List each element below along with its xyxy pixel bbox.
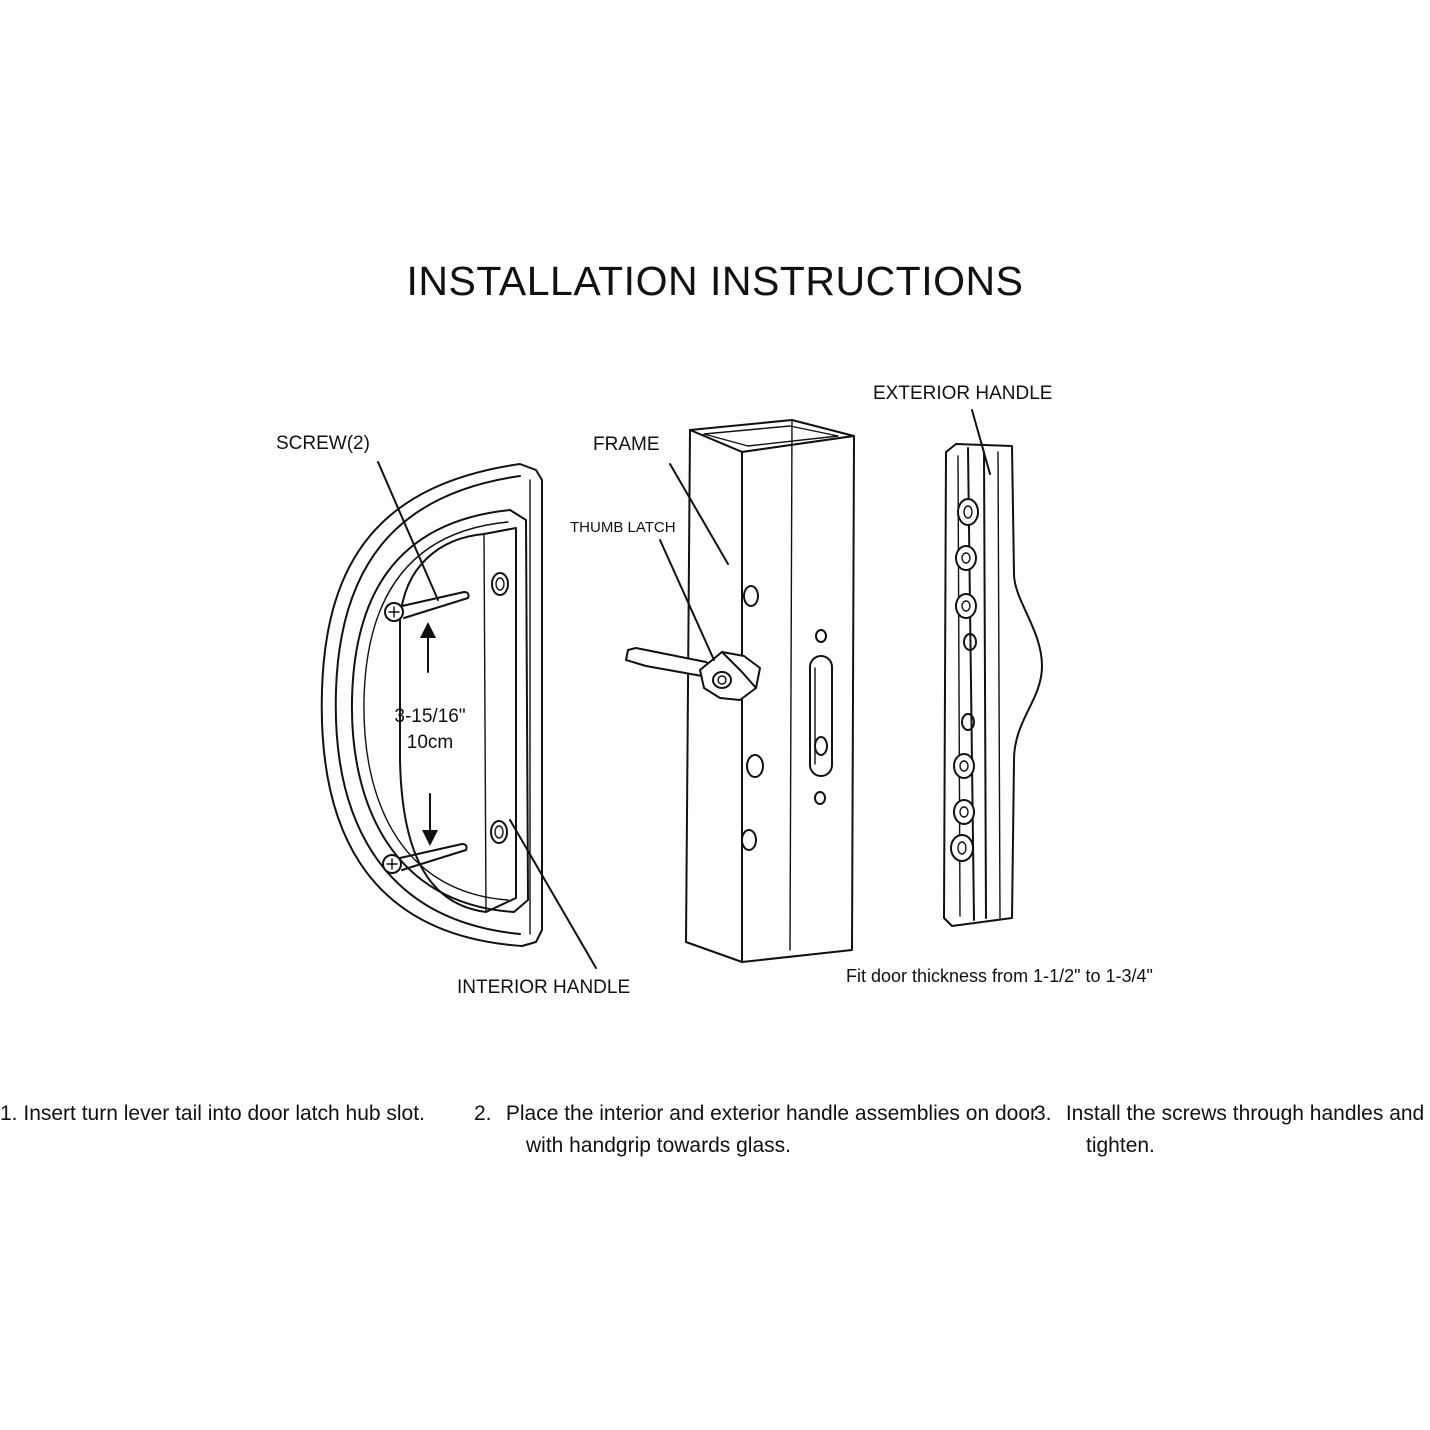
exterior-handle-drawing xyxy=(943,443,1043,927)
label-screw: SCREW(2) xyxy=(276,433,370,454)
thumb-latch-drawing xyxy=(625,647,761,701)
step-text: Place the interior and exterior handle a… xyxy=(505,1102,1037,1157)
label-thumb-latch: THUMB LATCH xyxy=(570,519,676,536)
screw-top xyxy=(384,591,470,622)
exterior-handle-bosses xyxy=(950,498,979,862)
frame-drawing xyxy=(685,419,855,963)
step-text: Insert turn lever tail into door latch h… xyxy=(23,1102,425,1125)
leader-lines xyxy=(377,409,991,969)
step-2: 2. Place the interior and exterior handl… xyxy=(474,1102,1037,1157)
step-1: 1. Insert turn lever tail into door latc… xyxy=(0,1098,470,1130)
label-exterior-handle: EXTERIOR HANDLE xyxy=(873,383,1053,404)
leader-screw xyxy=(377,461,439,601)
label-frame: FRAME xyxy=(593,434,660,455)
leader-thumb-latch xyxy=(659,539,715,661)
label-dimension-cm: 10cm xyxy=(406,732,454,753)
step-3: 3. Install the screws through handles an… xyxy=(1034,1102,1425,1157)
step-number: 1. xyxy=(0,1102,18,1125)
leader-interior-handle xyxy=(509,819,597,969)
page-title: INSTALLATION INSTRUCTIONS xyxy=(406,258,1024,304)
leader-exterior-handle xyxy=(971,409,991,475)
label-interior-handle: INTERIOR HANDLE xyxy=(457,977,631,998)
leader-frame xyxy=(669,463,729,565)
screw-bottom xyxy=(382,843,468,874)
dimension-arrows xyxy=(420,622,438,846)
fit-note: Fit door thickness from 1-1/2" to 1-3/4" xyxy=(846,966,1153,986)
step-text: Install the screws through handles and t… xyxy=(1065,1102,1425,1157)
label-dimension-in: 3-15/16" xyxy=(394,706,466,727)
